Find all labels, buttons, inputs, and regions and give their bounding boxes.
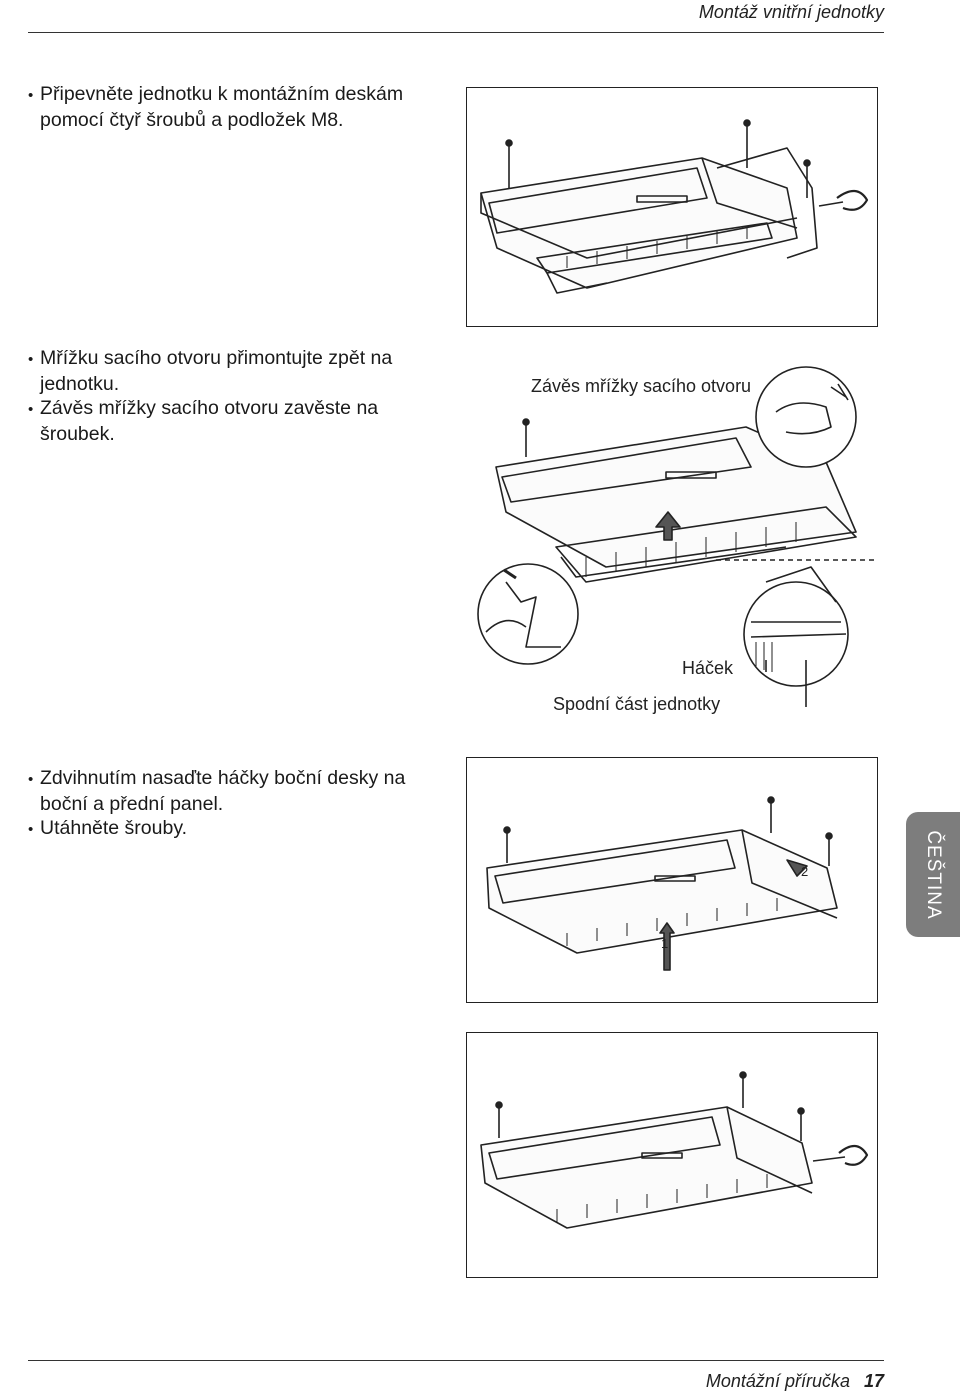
unit-screws-illustration — [480, 119, 869, 294]
step-1-text: Připevněte jednotku k montážním deskám p… — [28, 82, 428, 132]
footer-rule — [28, 1360, 884, 1361]
step-2-bullet-2: Závěs mřížky sacího otvoru zavěste na šr… — [28, 396, 428, 446]
figure-tighten-screws — [466, 1032, 878, 1278]
page-footer: Montážní příručka 17 — [706, 1371, 884, 1392]
marker-1: 1 — [661, 936, 668, 951]
step-1-bullet: Připevněte jednotku k montážním deskám p… — [28, 82, 428, 132]
label-hook: Háček — [682, 658, 734, 679]
language-tab: ČEŠTINA — [906, 812, 960, 937]
step-2-bullet-1: Mřížku sacího otvoru přimontujte zpět na… — [28, 346, 428, 396]
page-number: 17 — [863, 1371, 884, 1391]
side-panel-illustration: 1 2 — [486, 796, 838, 971]
figure-side-panel-hooks: 1 2 — [466, 757, 878, 1003]
step-3-bullet-2: Utáhněte šrouby. — [28, 816, 438, 842]
label-unit-bottom: Spodní část jednotky — [553, 694, 721, 715]
figure-grille-hinge — [466, 342, 876, 726]
step-2-text: Mřížku sacího otvoru přimontujte zpět na… — [28, 346, 428, 446]
figure-mount-unit — [466, 87, 878, 327]
tighten-screws-illustration — [480, 1071, 869, 1229]
grille-hinge-illustration — [477, 366, 876, 707]
step-3-bullet-1: Zdvihnutím nasaďte háčky boční desky na … — [28, 766, 438, 816]
marker-2: 2 — [801, 864, 808, 879]
step-3-text: Zdvihnutím nasaďte háčky boční desky na … — [28, 766, 438, 842]
label-grille-hinge: Závěs mřížky sacího otvoru — [531, 376, 752, 397]
page-header: Montáž vnitřní jednotky — [0, 0, 960, 40]
header-title: Montáž vnitřní jednotky — [698, 2, 884, 22]
header-rule — [28, 32, 884, 33]
footer-title: Montážní příručka — [705, 1371, 850, 1391]
language-tab-label: ČEŠTINA — [923, 829, 944, 920]
